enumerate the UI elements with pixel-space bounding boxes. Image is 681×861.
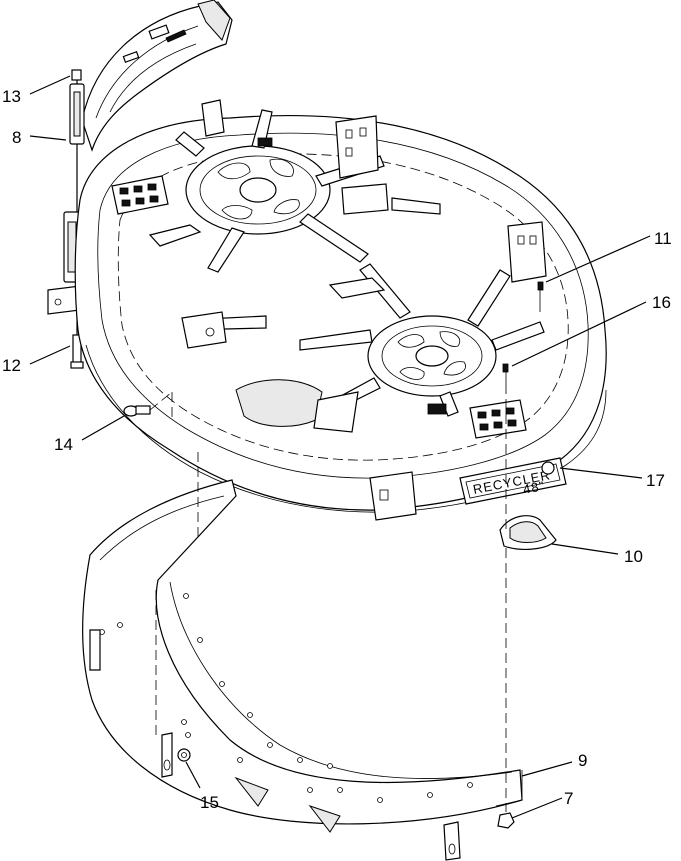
front-discharge-opening [235,379,359,433]
baffle-tab-right [443,821,461,861]
front-right-bracket [369,471,417,521]
bolts [502,281,544,384]
front-left-bracket [181,311,227,349]
bolt-16 [502,363,509,373]
callout-17: 17 [646,471,665,490]
right-upright-bracket [507,221,547,283]
warning-decals [111,137,527,439]
rear-left-tab [201,99,225,137]
callout-labels: 13 8 12 14 11 16 17 10 9 7 15 [2,87,672,812]
recycler-decal-size: 48" [522,478,547,497]
carriage-bolt-14 [123,391,173,417]
callout-7: 7 [564,789,573,808]
callout-9: 9 [578,751,587,770]
baffle-plate [82,479,523,861]
cam-bracket-10 [499,515,557,550]
flange-nut-7 [497,812,515,829]
discharge-deflector [81,0,233,152]
callout-16: 16 [652,293,671,312]
flange-nut-15 [177,748,191,762]
callout-8: 8 [12,128,21,147]
bolt-11 [537,281,544,291]
baffle-tab-left [161,732,173,778]
hinge-rod-head [71,69,82,81]
callout-14: 14 [54,435,73,454]
rear-upright-bracket [335,115,379,179]
callout-13: 13 [2,87,21,106]
center-brace-bracket [328,277,386,299]
assembly-guide-lines [155,384,507,812]
callout-12: 12 [2,356,21,375]
callout-10: 10 [624,547,643,566]
upper-idler-bracket [341,183,389,215]
callout-15: 15 [200,793,219,812]
callout-11: 11 [654,229,672,248]
callout-leaders [29,75,651,819]
upright-brackets [181,99,547,521]
